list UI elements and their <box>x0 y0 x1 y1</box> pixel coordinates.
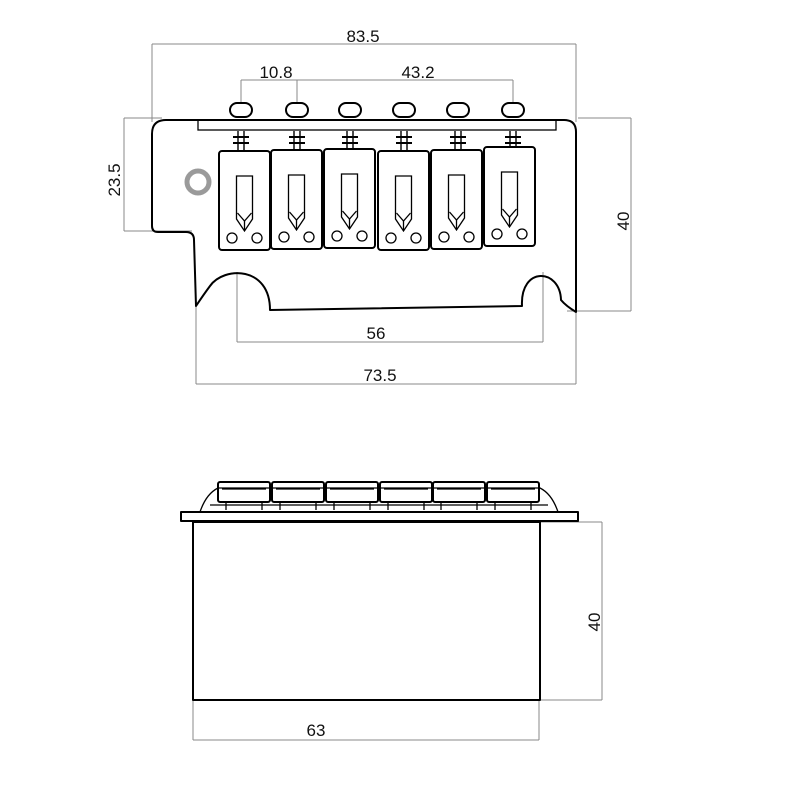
mount-hole <box>184 168 212 196</box>
saddle-side <box>325 481 379 510</box>
string-end <box>285 102 309 118</box>
base-plate-side <box>180 511 579 522</box>
intonation-screw <box>233 131 249 151</box>
saddle <box>323 148 376 249</box>
intonation-screw <box>342 131 358 149</box>
top-view: 83.5 10.8 43.2 23.5 40 56 73.5 <box>105 27 633 385</box>
dim-right-height: 40 <box>614 212 633 231</box>
dim-overall-width: 83.5 <box>346 27 379 46</box>
string-end <box>501 102 525 118</box>
intonation-screws <box>233 131 521 151</box>
dim-bottom-width: 73.5 <box>363 366 396 385</box>
string-end <box>338 102 362 118</box>
intonation-screw <box>450 131 466 150</box>
saddles-top <box>218 146 536 251</box>
dim-block-height: 40 <box>585 613 604 632</box>
intonation-screw <box>505 131 521 147</box>
saddle-side <box>486 481 540 510</box>
intonation-screw <box>289 131 305 150</box>
dim-block-width: 63 <box>307 721 326 740</box>
saddle <box>270 149 323 250</box>
dim-cutout-width: 56 <box>367 324 386 343</box>
dim-string-spacing-edge: 10.8 <box>259 63 292 82</box>
dim-left-height: 23.5 <box>105 163 124 196</box>
string-ends <box>229 102 525 118</box>
saddle-side <box>217 481 271 510</box>
saddles-side <box>217 481 540 510</box>
bridge-plate-outline <box>151 119 577 313</box>
saddle <box>218 150 271 251</box>
dim-string-spacing-span: 43.2 <box>401 63 434 82</box>
tremolo-block <box>192 521 541 701</box>
saddle-side <box>432 481 486 510</box>
top-view-dimension-lines <box>123 43 632 385</box>
saddle-side <box>379 481 433 510</box>
saddle <box>483 146 536 247</box>
string-end <box>229 102 253 118</box>
side-view: 40 63 <box>180 481 604 741</box>
top-rail <box>197 119 557 131</box>
string-end <box>446 102 470 118</box>
string-end <box>392 102 416 118</box>
saddle-side <box>271 481 325 510</box>
intonation-screw <box>396 131 412 151</box>
saddle <box>377 150 430 251</box>
saddle <box>430 149 483 250</box>
